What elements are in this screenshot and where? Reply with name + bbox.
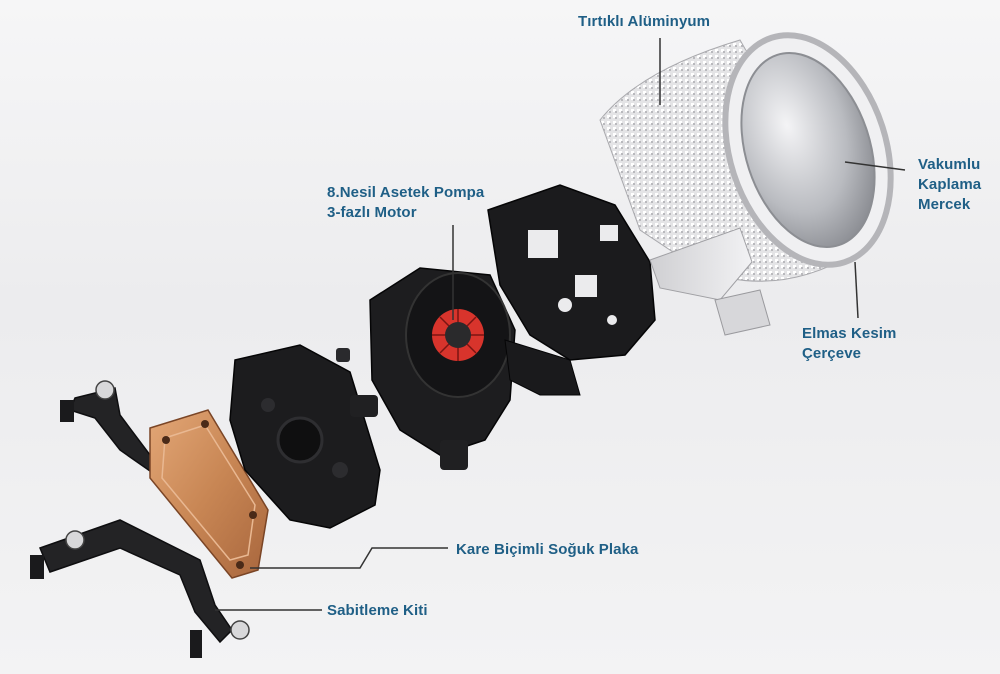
pump-motor (350, 267, 581, 470)
label-diamond-bezel: Elmas Kesim Çerçeve (802, 325, 897, 362)
pump-cover-plate (487, 184, 656, 361)
mounting-bracket-top (60, 380, 172, 479)
pump-base-housing (229, 344, 381, 529)
label-mounting-kit: Sabitleme Kiti (327, 602, 428, 619)
mounting-bracket-bottom (30, 519, 250, 658)
label-pump-motor: 8.Nesil Asetek Pompa 3-fazlı Motor (327, 184, 485, 221)
knurled-aluminum-cap (599, 32, 894, 336)
leader-cold-plate (250, 547, 448, 569)
label-cold-plate: Kare Biçimli Soğuk Plaka (456, 541, 639, 558)
leader-lens (844, 161, 906, 171)
copper-cold-plate (149, 409, 269, 579)
leader-lines (215, 38, 906, 611)
label-vacuum-lens: Vakumlu Kaplama Mercek (918, 156, 982, 213)
leader-bezel (854, 261, 859, 319)
label-knurled-aluminum: Tırtıklı Alüminyum (578, 13, 711, 30)
